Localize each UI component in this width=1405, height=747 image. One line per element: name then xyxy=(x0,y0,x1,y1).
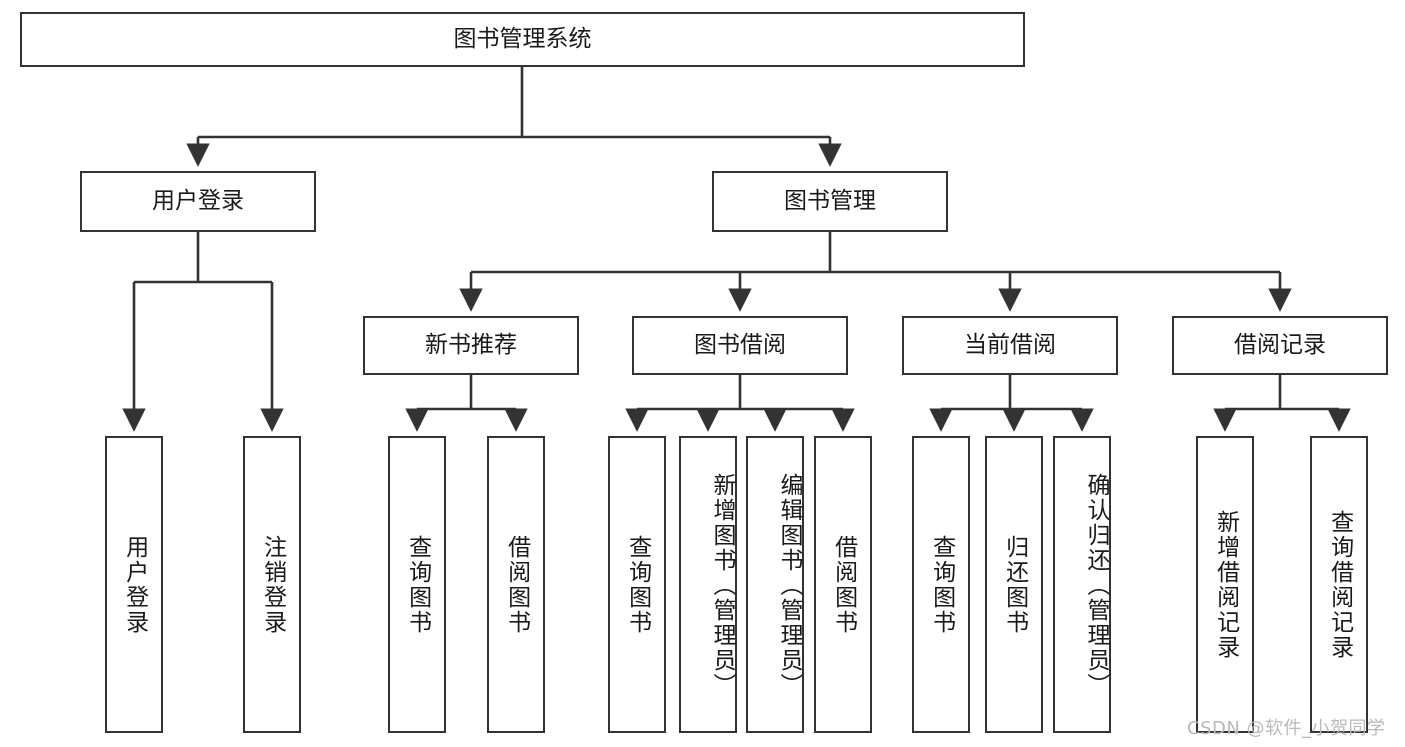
leaf-borrow-book[interactable]: 借阅图书 xyxy=(814,436,872,733)
leaf-query-borrow-record[interactable]: 查询借阅记录 xyxy=(1310,436,1368,733)
leaf-borrow-query-book-label: 查询图书 xyxy=(624,534,651,635)
leaf-confirm-return-admin[interactable]: 确认归还（管理员） xyxy=(1053,436,1111,733)
leaf-recommend-query-book-label: 查询图书 xyxy=(404,534,431,635)
node-current-borrow-label: 当前借阅 xyxy=(964,331,1056,358)
leaf-recommend-borrow-book-label: 借阅图书 xyxy=(503,534,530,635)
leaf-user-login-label: 用户登录 xyxy=(121,534,148,635)
leaf-recommend-borrow-book[interactable]: 借阅图书 xyxy=(487,436,545,733)
leaf-user-logout-label: 注销登录 xyxy=(259,534,286,635)
leaf-user-logout[interactable]: 注销登录 xyxy=(243,436,301,733)
leaf-recommend-query-book[interactable]: 查询图书 xyxy=(388,436,446,733)
leaf-add-borrow-record-label: 新增借阅记录 xyxy=(1212,509,1239,660)
leaf-edit-book-admin[interactable]: 编辑图书（管理员） xyxy=(746,436,804,733)
node-book-manage[interactable]: 图书管理 xyxy=(712,171,948,232)
node-new-book-recommend[interactable]: 新书推荐 xyxy=(363,316,579,375)
node-borrow-record-label: 借阅记录 xyxy=(1234,331,1326,358)
leaf-return-book-label: 归还图书 xyxy=(1001,534,1028,635)
csdn-watermark: CSDN @软件_小贺同学 xyxy=(1187,718,1386,739)
leaf-add-book-admin-label: 新增图书（管理员） xyxy=(709,473,735,698)
leaf-borrow-query-book[interactable]: 查询图书 xyxy=(608,436,666,733)
node-book-borrow-label: 图书借阅 xyxy=(694,331,786,358)
node-current-borrow[interactable]: 当前借阅 xyxy=(902,316,1118,375)
leaf-borrow-book-label: 借阅图书 xyxy=(830,534,857,635)
leaf-user-login[interactable]: 用户登录 xyxy=(105,436,163,733)
node-book-borrow[interactable]: 图书借阅 xyxy=(632,316,848,375)
node-root-label: 图书管理系统 xyxy=(453,25,592,52)
leaf-add-book-admin[interactable]: 新增图书（管理员） xyxy=(679,436,737,733)
node-borrow-record[interactable]: 借阅记录 xyxy=(1172,316,1388,375)
node-user-login-label: 用户登录 xyxy=(152,187,244,214)
leaf-current-query-book-label: 查询图书 xyxy=(928,534,955,635)
leaf-return-book[interactable]: 归还图书 xyxy=(985,436,1043,733)
node-new-book-recommend-label: 新书推荐 xyxy=(425,331,517,358)
node-root[interactable]: 图书管理系统 xyxy=(20,12,1025,67)
leaf-confirm-return-admin-label: 确认归还（管理员） xyxy=(1083,473,1109,698)
leaf-edit-book-admin-label: 编辑图书（管理员） xyxy=(776,473,802,698)
leaf-current-query-book[interactable]: 查询图书 xyxy=(912,436,970,733)
leaf-query-borrow-record-label: 查询借阅记录 xyxy=(1326,509,1353,660)
node-user-login[interactable]: 用户登录 xyxy=(80,171,316,232)
node-book-manage-label: 图书管理 xyxy=(784,187,876,214)
leaf-add-borrow-record[interactable]: 新增借阅记录 xyxy=(1196,436,1254,733)
